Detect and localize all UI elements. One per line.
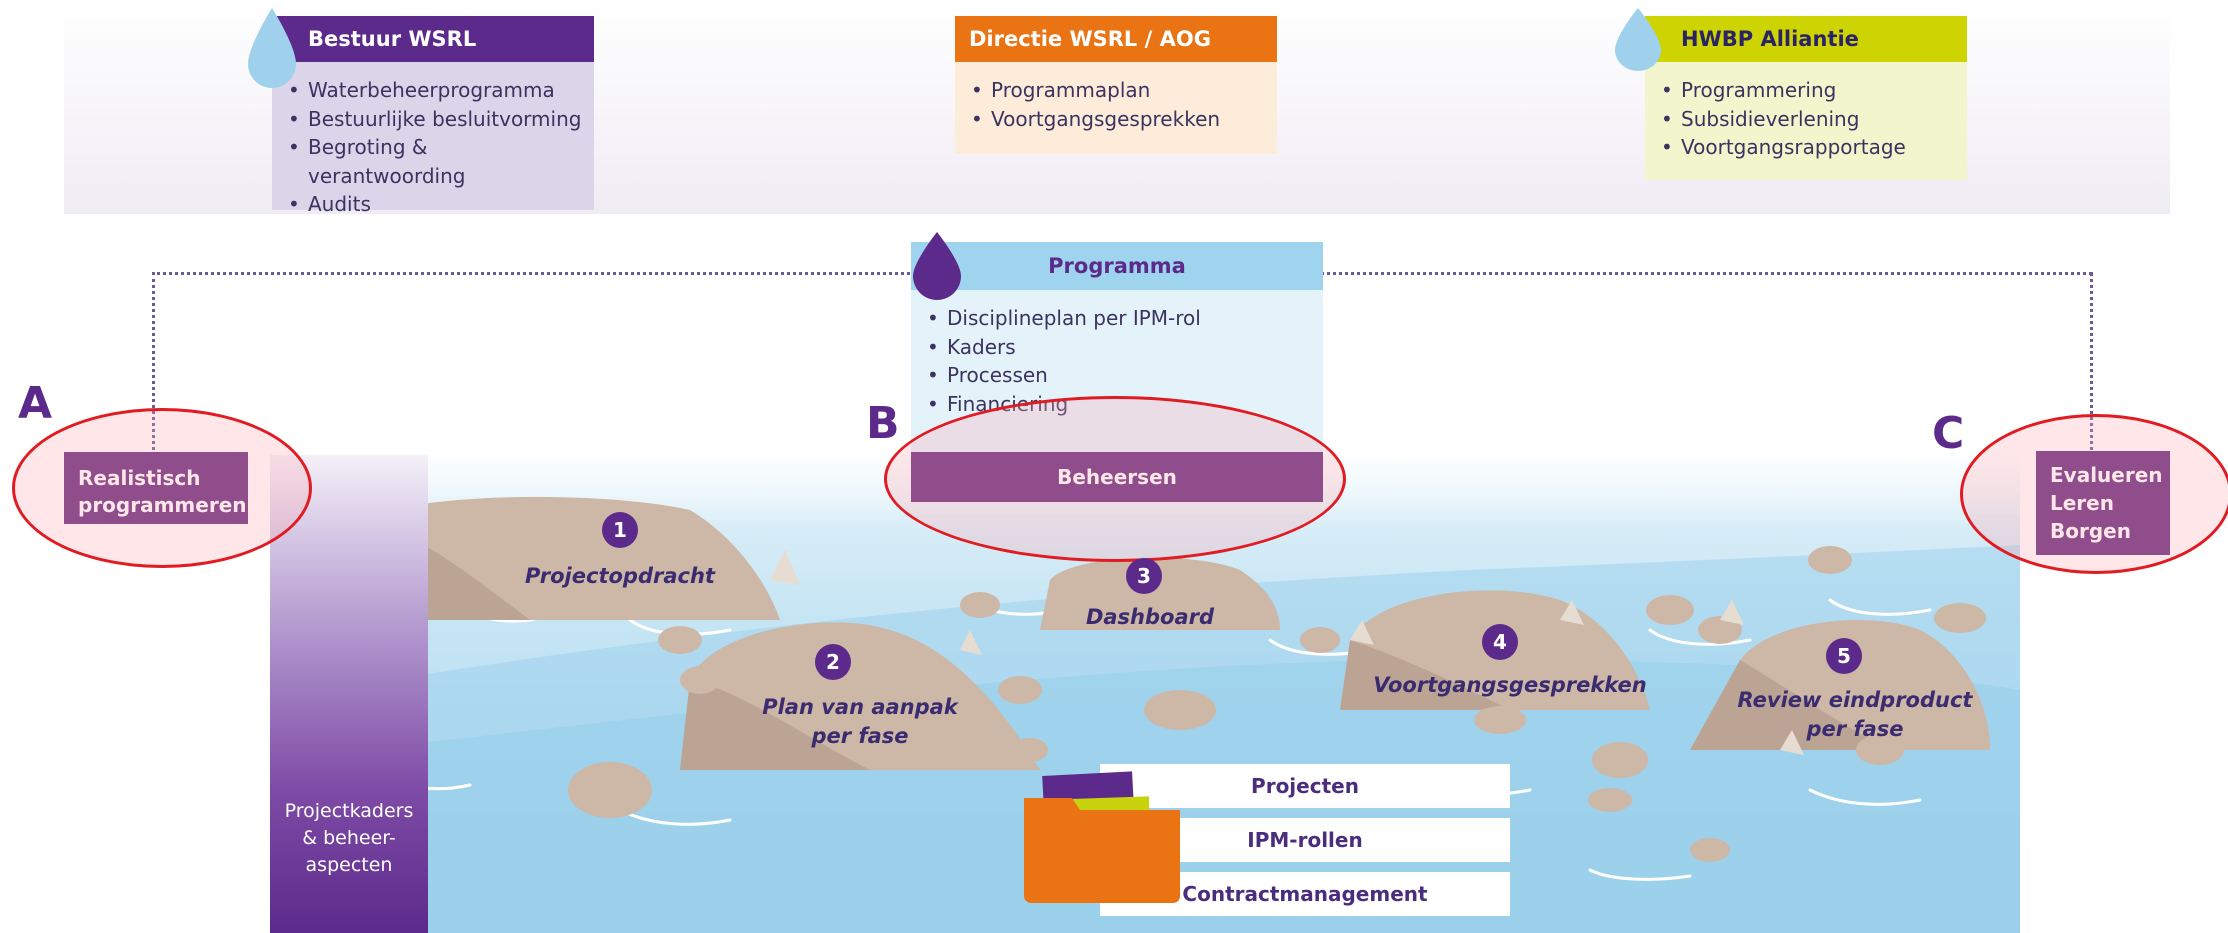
directie-title: Directie WSRL / AOG [955, 16, 1277, 62]
list-item: Voortgangsrapportage [1661, 133, 1957, 162]
list-item: Audits [288, 190, 584, 219]
step-number-2: 2 [815, 644, 851, 680]
highlight-ellipse-b [884, 396, 1346, 562]
bestuur-title: Bestuur WSRL [272, 16, 594, 62]
step-number-4: 4 [1482, 624, 1518, 660]
step-label-5: Review eindproduct per fase [1737, 688, 1973, 741]
bestuur-list: Waterbeheerprogramma Bestuurlijke beslui… [272, 62, 594, 218]
list-item: Disciplineplan per IPM-rol [927, 304, 1313, 333]
water-drop-icon [248, 8, 296, 88]
hwbp-list: Programmering Subsidieverlening Voortgan… [1645, 62, 1967, 180]
step-number-1: 1 [602, 512, 638, 548]
water-drop-icon [1615, 8, 1661, 71]
hwbp-box: HWBP Alliantie Programmering Subsidiever… [1645, 16, 1967, 180]
connector-line [2090, 272, 2093, 458]
step-number-5: 5 [1826, 638, 1862, 674]
step-label-4: Voortgangsgesprekken [1373, 673, 1647, 697]
purple-drop-icon [913, 232, 961, 300]
projectkaders-label: Projectkaders & beheer- aspecten [284, 800, 414, 876]
highlight-ellipse-a [12, 408, 312, 568]
projectkaders-bar [270, 455, 428, 933]
step-number-3: 3 [1126, 558, 1162, 594]
folder-icon [1024, 771, 1180, 903]
bestuur-box: Bestuur WSRL Waterbeheerprogramma Bestuu… [272, 16, 594, 218]
highlight-ellipse-c [1960, 414, 2228, 574]
connector-line [152, 272, 155, 450]
list-item: Bestuurlijke besluitvorming [288, 105, 584, 134]
step-label-2: Plan van aanpak per fase [762, 695, 958, 748]
lane-projecten: Projecten [1100, 764, 1510, 808]
directie-list: Programmaplan Voortgangsgesprekken [955, 62, 1277, 154]
list-item: Programmering [1661, 76, 1957, 105]
list-item: Processen [927, 361, 1313, 390]
list-item: Kaders [927, 333, 1313, 362]
list-item: Programmaplan [971, 76, 1267, 105]
step-label-1: Projectopdracht [525, 564, 715, 588]
programma-title: Programma [911, 242, 1323, 290]
directie-box: Directie WSRL / AOG Programmaplan Voortg… [955, 16, 1277, 154]
list-item: Waterbeheerprogramma [288, 76, 584, 105]
list-item: Begroting & verantwoording [288, 133, 584, 190]
step-label-3: Dashboard [1085, 605, 1215, 629]
stone-3 [1040, 557, 1280, 630]
marker-b: B [866, 398, 900, 449]
hwbp-title: HWBP Alliantie [1645, 16, 1967, 62]
list-item: Subsidieverlening [1661, 105, 1957, 134]
marker-a: A [18, 378, 53, 429]
marker-c: C [1932, 408, 1965, 459]
list-item: Voortgangsgesprekken [971, 105, 1267, 134]
